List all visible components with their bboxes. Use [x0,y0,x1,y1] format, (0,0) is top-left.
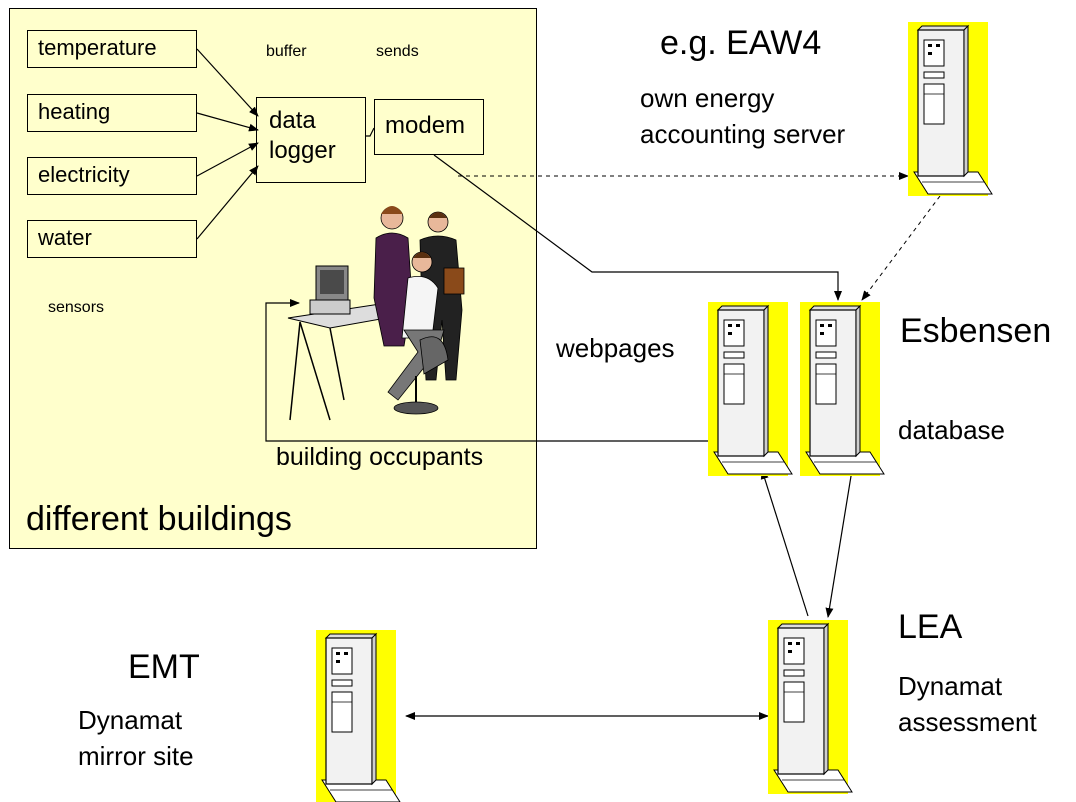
server-emt [315,629,401,802]
arrow-lea-webpages [760,469,809,617]
lea-desc-line2: assessment [898,707,1037,737]
lea-desc-line1: Dynamat [898,671,1003,701]
arrow-electricity [196,142,259,177]
sensors-label: sensors [48,299,105,316]
occupants-label: building occupants [276,443,484,471]
data-logger-box: data logger [256,97,366,183]
sends-label: sends [376,43,419,60]
sensor-water: water [27,220,197,258]
arrow-eaw4-esbensen [861,195,941,301]
emt-desc-line1: Dynamat [78,705,183,735]
emt-desc-line2: mirror site [78,741,194,771]
sensor-temperature: temperature [27,30,197,68]
arrow-heating [196,112,259,132]
arrow-temperature [196,48,259,117]
server-webpages [707,301,793,477]
occupants-illustration [287,206,465,421]
data-logger-line1: data [269,107,316,134]
server-database [799,301,885,477]
server-eaw4 [907,21,993,197]
logger-modem-link [366,127,375,137]
webpages-label: webpages [556,333,675,363]
arrow-water [196,165,259,240]
sensor-heating: heating [27,94,197,132]
emt-title: EMT [128,648,200,686]
lea-title: LEA [898,608,963,646]
buffer-label: buffer [266,43,307,60]
modem-box: modem [374,99,484,155]
buildings-title: different buildings [26,500,292,538]
sensor-electricity: electricity [27,157,197,195]
eaw4-desc-line1: own energy [640,83,775,113]
arrow-database-lea [825,469,853,618]
server-lea [767,619,853,795]
esbensen-title: Esbensen [900,312,1052,350]
eaw4-desc-line2: accounting server [640,119,846,149]
database-label: database [898,415,1005,445]
eaw4-title: e.g. EAW4 [660,24,822,62]
arrow-webpages-occupants [265,299,722,442]
data-logger-line2: logger [269,137,336,164]
arrow-modem-esbensen [433,154,842,301]
